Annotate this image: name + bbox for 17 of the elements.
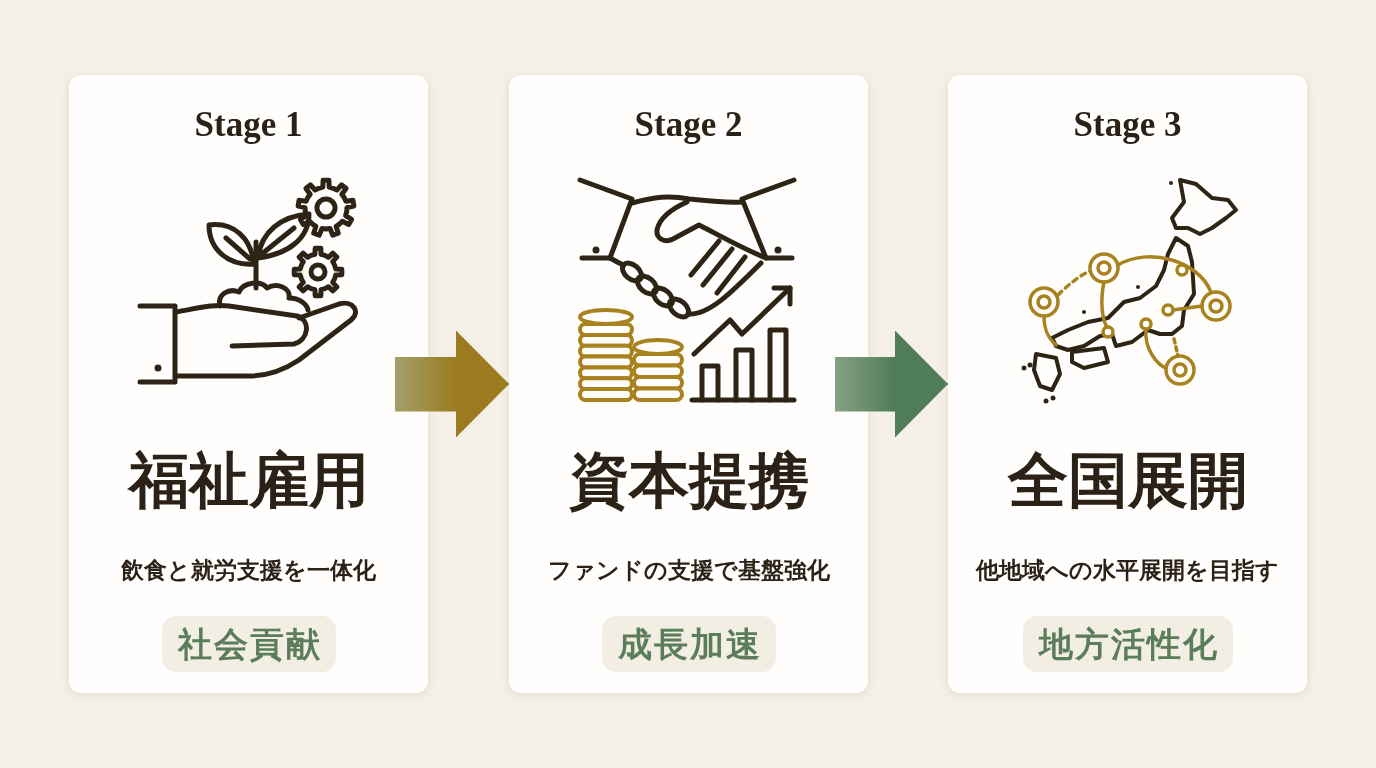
stage-heading: 資本提携 bbox=[568, 444, 809, 516]
stage-label: Stage 1 bbox=[194, 104, 303, 146]
stage-card bbox=[509, 75, 868, 693]
stage-label: Stage 3 bbox=[1073, 104, 1182, 146]
stage-label: Stage 2 bbox=[634, 104, 743, 146]
block-arrow bbox=[834, 331, 949, 438]
keyword-tag: 地方活性化 bbox=[1022, 616, 1233, 672]
stage-heading: 全国展開 bbox=[1007, 444, 1248, 516]
stage-heading: 福祉雇用 bbox=[128, 444, 369, 516]
stage-description: 他地域への水平展開を目指す bbox=[976, 556, 1279, 585]
stage-card bbox=[69, 75, 428, 693]
stage-description: ファンドの支援で基盤強化 bbox=[547, 556, 830, 585]
keyword-tag: 社会貢献 bbox=[161, 616, 336, 672]
block-arrow bbox=[394, 331, 510, 438]
stage-card bbox=[948, 75, 1307, 693]
keyword-tag: 成長加速 bbox=[601, 616, 776, 672]
stage-description: 飲食と就労支援を一体化 bbox=[121, 556, 376, 585]
